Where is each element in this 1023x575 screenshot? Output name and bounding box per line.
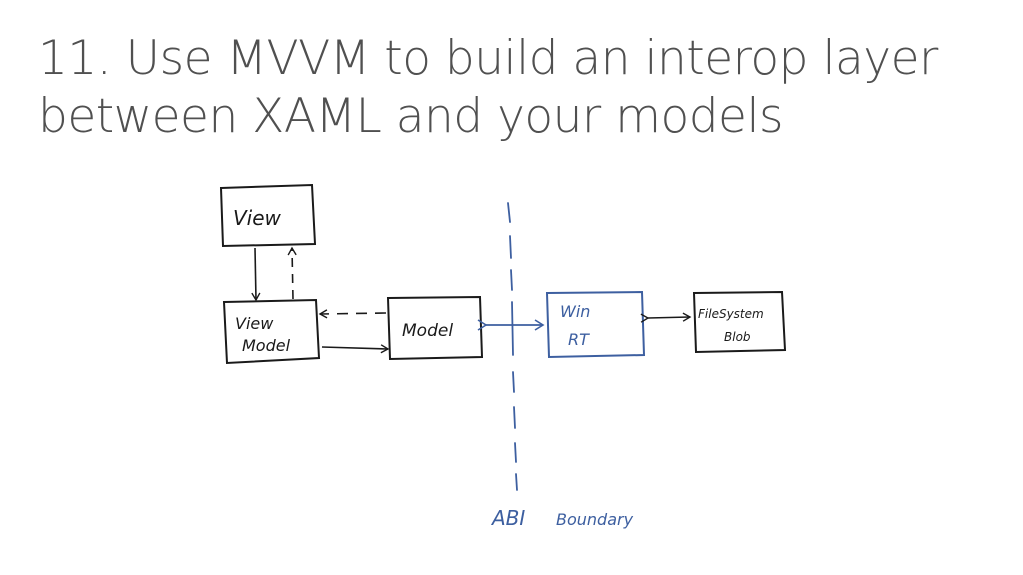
- filesystem-blob-node: FileSystem Blob: [692, 290, 787, 354]
- model-label: Model: [402, 321, 453, 341]
- slide-title-line-2: between XAML and your models: [38, 89, 784, 144]
- model-to-viewmodel-dashed-arrow: [318, 309, 387, 319]
- winrt-label-line-1: Win: [560, 302, 590, 321]
- winrt-box: [545, 290, 646, 359]
- filesystem-label-line-1: FileSystem: [698, 307, 764, 321]
- view-label: View: [233, 206, 282, 230]
- view-to-viewmodel-arrow: [251, 247, 261, 302]
- filesystem-blob-box: [692, 290, 787, 354]
- viewmodel-to-model-arrow: [321, 344, 390, 354]
- viewmodel-box: [222, 298, 321, 365]
- viewmodel-label-line-1: View: [235, 314, 274, 333]
- viewmodel-node: View Model: [222, 298, 321, 365]
- model-box: [386, 295, 484, 361]
- slide-title: 11. Use MVVM to build an interop layer b…: [38, 30, 998, 146]
- view-box: [219, 183, 317, 248]
- abi-boundary-label-boundary: Boundary: [556, 510, 634, 529]
- viewmodel-to-view-dashed-arrow: [287, 246, 297, 300]
- view-node: View: [219, 183, 317, 248]
- winrt-label-line-2: RT: [568, 330, 590, 349]
- winrt-filesystem-bidirectional-arrow: [640, 312, 692, 323]
- model-node: Model: [386, 295, 484, 361]
- filesystem-label-line-2: Blob: [724, 330, 751, 344]
- winrt-node: Win RT: [545, 290, 646, 359]
- slide-title-line-1: 11. Use MVVM to build an interop layer: [38, 31, 938, 86]
- abi-boundary-dashed-line: [507, 202, 518, 491]
- abi-boundary-label-abi: ABI: [490, 506, 525, 530]
- viewmodel-label-line-2: Model: [242, 336, 291, 355]
